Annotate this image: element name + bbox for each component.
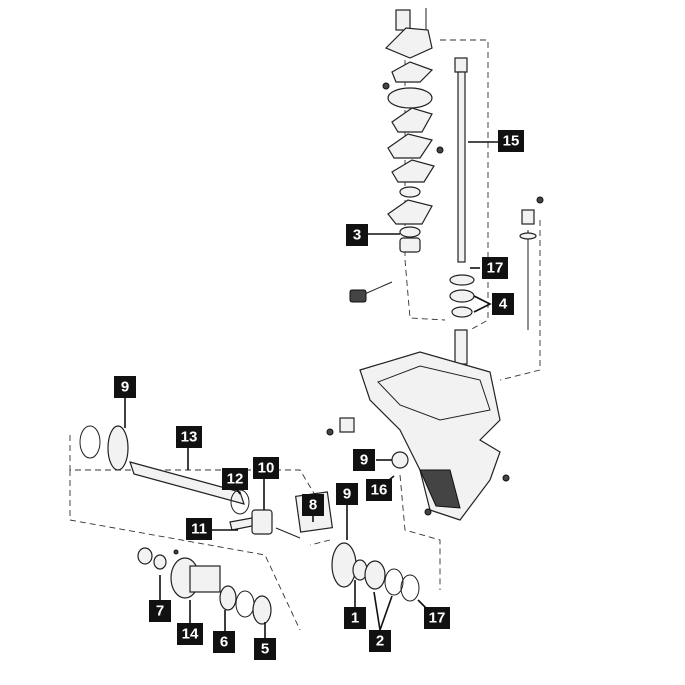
callout-8-label: 8 [309, 497, 317, 514]
roller-bearing-part [364, 560, 386, 590]
gearcase-housing [326, 351, 510, 521]
callout-16: 16 [366, 479, 392, 501]
callout-12-label: 12 [227, 471, 244, 488]
pump-housing-part [384, 27, 433, 59]
carrier-bearing-part [219, 585, 237, 611]
pump-base-part [391, 159, 435, 183]
bearing-carrier-group [137, 547, 272, 625]
drive-shaft-assembly [449, 57, 544, 365]
skeg-part [419, 469, 461, 509]
clutch-dog-part [251, 509, 273, 535]
callout-9-mid-label: 9 [360, 452, 368, 469]
pump-gasket-part [387, 87, 433, 109]
callout-6: 6 [213, 631, 235, 653]
carrier-body-part [189, 565, 221, 593]
propeller-shaft-part [129, 461, 245, 505]
callout-3-label: 3 [353, 227, 361, 244]
pump-cap-part [395, 9, 411, 31]
callout-1-label: 1 [351, 610, 359, 627]
callout-10-label: 10 [258, 460, 275, 477]
callout-4-label: 4 [499, 296, 508, 313]
gearcase-body-part [359, 351, 501, 521]
shift-rod-top-part [521, 209, 535, 225]
callout-9-bottom: 9 [336, 483, 358, 505]
bushing-part [399, 237, 421, 253]
shift-coupler-part [349, 289, 367, 303]
seal-part [399, 186, 421, 198]
callout-5-label: 5 [261, 641, 269, 658]
callout-3: 3 [346, 224, 368, 246]
callout-9-left-label: 9 [121, 379, 129, 396]
callout-13-label: 13 [181, 429, 198, 446]
callout-1: 1 [344, 607, 366, 629]
callout-10: 10 [253, 457, 279, 479]
carrier-o-ring-part [235, 590, 255, 618]
shaft-top-part [454, 57, 468, 73]
callout-17-bottom-label: 17 [429, 610, 446, 627]
callout-17-top-label: 17 [487, 260, 504, 277]
shaft-sleeve-part [454, 329, 468, 365]
callout-9-bottom-label: 9 [343, 486, 351, 503]
callout-17-bottom: 17 [424, 607, 450, 629]
drive-shaft-part [457, 71, 466, 263]
callout-16-label: 16 [371, 482, 388, 499]
callout-7-label: 7 [156, 603, 164, 620]
callout-15: 15 [498, 130, 524, 152]
bushing-small-part [153, 554, 167, 570]
callout-15-label: 15 [503, 133, 520, 150]
cross-pin-part [229, 517, 253, 531]
anode-part [339, 417, 355, 433]
callout-2: 2 [369, 630, 391, 652]
shaft-washer-part [449, 274, 475, 286]
callout-13: 13 [176, 426, 202, 448]
callout-14: 14 [177, 623, 203, 645]
pinion-part [391, 451, 409, 469]
forward-gear-part [107, 425, 129, 471]
thrust-washer-part [400, 574, 420, 602]
lock-washer-part [252, 595, 272, 625]
callout-9-mid: 9 [353, 449, 375, 471]
callout-12: 12 [222, 468, 248, 490]
plate-part [387, 199, 433, 225]
callout-8: 8 [302, 494, 324, 516]
callout-7: 7 [149, 600, 171, 622]
callout-17-top: 17 [482, 257, 508, 279]
callout-4: 4 [492, 293, 514, 315]
shaft-bearing-part [449, 289, 475, 303]
callout-11: 11 [186, 518, 212, 540]
reverse-gear-part [331, 542, 357, 588]
water-pump-stack [349, 8, 444, 303]
o-ring-part [79, 425, 101, 459]
wear-plate-part [391, 107, 433, 133]
shim-part [384, 568, 404, 596]
assembly-guide-lines [69, 39, 541, 631]
callout-6-label: 6 [220, 634, 228, 651]
impeller-part [391, 61, 434, 83]
callout-14-label: 14 [182, 626, 199, 643]
callout-2-label: 2 [376, 633, 384, 650]
callout-5: 5 [254, 638, 276, 660]
callout-9-left: 9 [114, 376, 136, 398]
propeller-shaft-group [79, 425, 301, 539]
callout-11-label: 11 [191, 521, 207, 538]
gasket-part [387, 133, 433, 159]
